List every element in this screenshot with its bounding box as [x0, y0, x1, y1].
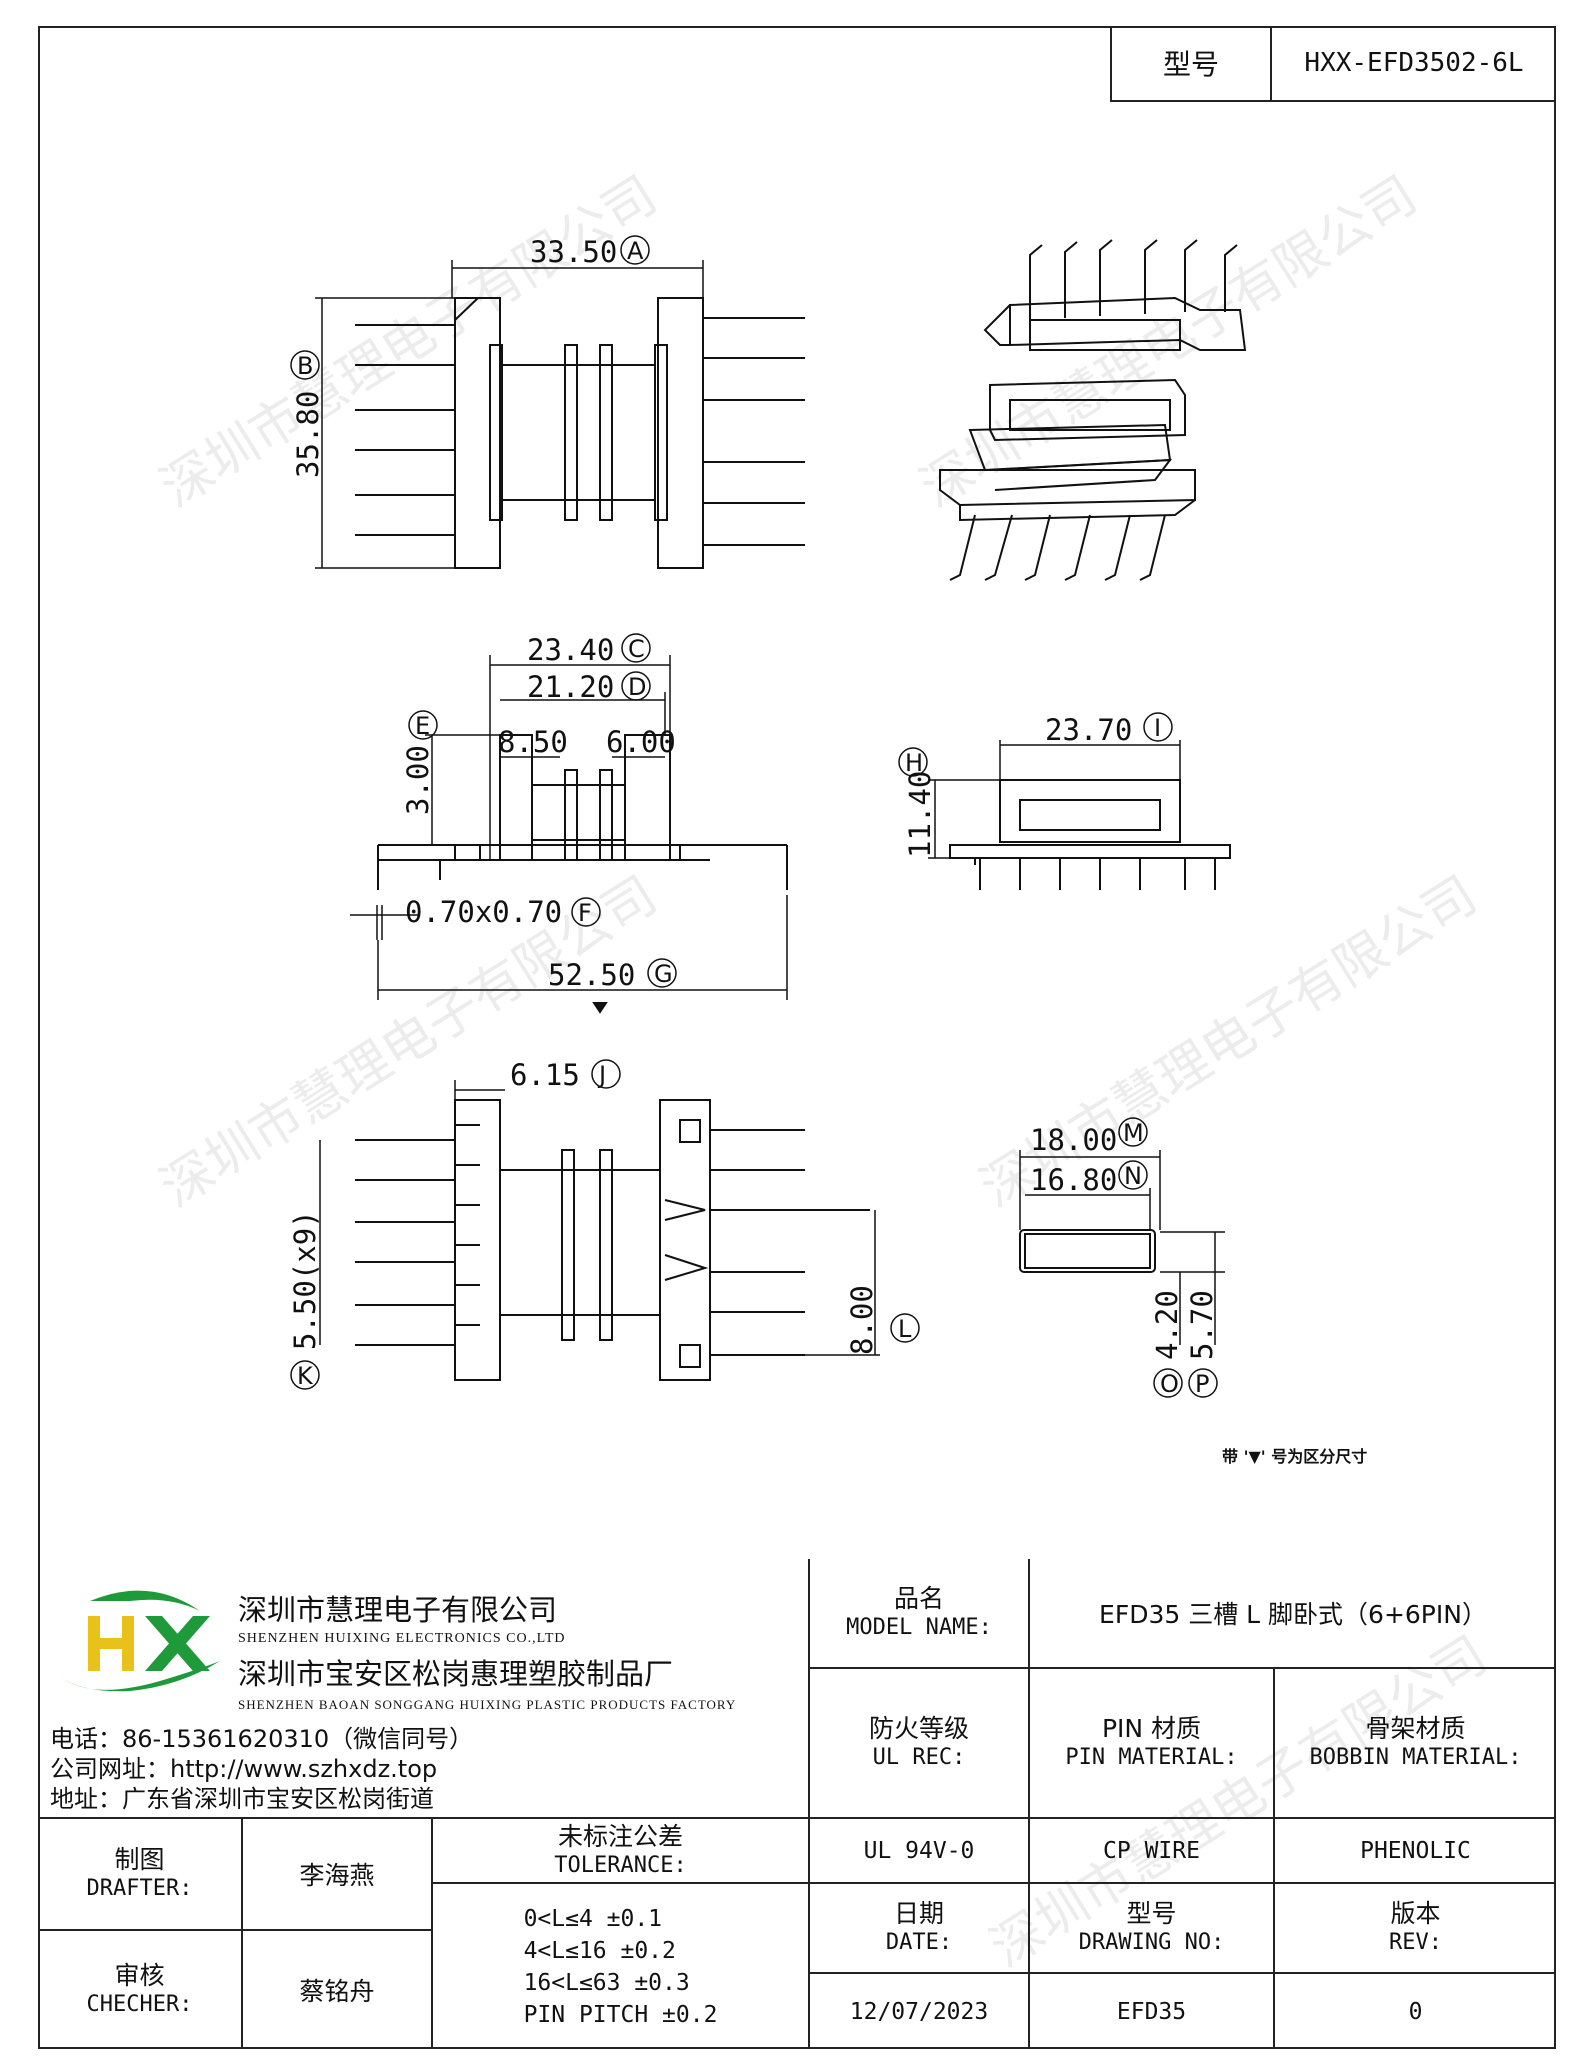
dim-j: 6.15 [510, 1058, 580, 1092]
marker-f: F [578, 899, 592, 927]
marker-n: N [1124, 1162, 1142, 1190]
marker-m: M [1123, 1119, 1144, 1147]
factory-name-en: SHENZHEN BAOAN SONGGANG HUIXING PLASTIC … [238, 1697, 737, 1712]
dim-f: 0.70x0.70 [405, 895, 562, 929]
company-phone: 电话：86-15361620310（微信同号） [50, 1725, 474, 1753]
left-pins [355, 324, 455, 536]
tolerance-line: 0<L≤4 ±0.1 [523, 1905, 663, 1932]
tolerance-values: 0<L≤4 ±0.1 4<L≤16 ±0.2 16<L≤63 ±0.3 PIN … [433, 1884, 810, 2049]
title-block: 深圳市慧理电子有限公司 SHENZHEN HUIXING ELECTRONICS… [38, 1559, 1556, 2049]
end-view [928, 740, 1231, 890]
checker-value: 蔡铭舟 [243, 1931, 433, 2049]
right-pins [703, 317, 805, 546]
drawing-no-value: EFD35 [1030, 1974, 1275, 2049]
dim-g: 52.50 [548, 958, 635, 992]
drawing-no-label: 型号 DRAWING NO: [1030, 1884, 1275, 1974]
dim-b: 35.80 [291, 391, 325, 478]
dim-k: 5.50(x9) [288, 1210, 322, 1350]
dim-h: 11.40 [903, 771, 937, 858]
marker-j: J [597, 1061, 606, 1089]
dim-600: 6.00 [606, 725, 676, 759]
dim-o: 4.20 [1150, 1290, 1184, 1360]
model-name-label: 品名 MODEL NAME: [810, 1559, 1030, 1669]
checker-label: 审核 CHECHER: [38, 1931, 243, 2049]
drawing-sheet-border [38, 26, 1556, 2049]
marker-o: O [1160, 1370, 1179, 1398]
technical-drawing: 33.50 A 35.80 B 23.40 C 21.20 D 8.50 6.0… [288, 235, 1367, 1466]
dimension-labels: 33.50 A 35.80 B 23.40 C 21.20 D 8.50 6.0… [288, 235, 1367, 1466]
dim-p: 5.70 [1185, 1290, 1219, 1360]
pin-material-label: PIN 材质 PIN MATERIAL: [1030, 1669, 1275, 1819]
pin-material-value: CP WIRE [1030, 1819, 1275, 1884]
dim-l: 8.00 [845, 1285, 879, 1355]
date-value: 12/07/2023 [810, 1974, 1030, 2049]
model-name-value: EFD35 三槽 L 脚卧式（6+6PIN） [1030, 1559, 1556, 1669]
drafter-value: 李海燕 [243, 1819, 433, 1931]
front-view-top [315, 260, 805, 569]
marker-d: D [628, 673, 646, 701]
bottom-right-pins [710, 1129, 870, 1356]
marker-a: A [627, 237, 644, 265]
dimension-note: 带 '▼' 号为区分尺寸 [1222, 1447, 1367, 1466]
date-label: 日期 DATE: [810, 1884, 1030, 1974]
marker-e: E [415, 712, 430, 740]
marker-b: B [297, 352, 313, 380]
model-value: HXX-EFD3502-6L [1304, 48, 1524, 78]
bobbin-material-label: 骨架材质 BOBBIN MATERIAL: [1275, 1669, 1556, 1819]
dim-850: 8.50 [498, 725, 568, 759]
marker-c: C [628, 635, 645, 663]
company-website: 公司网址：http://www.szhxdz.top [50, 1755, 438, 1783]
company-info: 深圳市慧理电子有限公司 SHENZHEN HUIXING ELECTRONICS… [38, 1559, 810, 1819]
company-address: 地址：广东省深圳市宝安区松岗街道 [50, 1785, 434, 1813]
end-view-pins [974, 858, 1216, 890]
marker-h: H [905, 749, 923, 777]
dim-d: 21.20 [527, 670, 614, 704]
dim-a: 33.50 [530, 235, 617, 269]
marker-i: I [1154, 714, 1161, 742]
iso-bottom-pins [949, 514, 1166, 581]
dim-e: 3.00 [401, 745, 435, 815]
marker-p: P [1195, 1370, 1209, 1398]
factory-name-cn: 深圳市宝安区松岗惠理塑胶制品厂 [238, 1657, 674, 1691]
company-logo-icon [60, 1590, 220, 1692]
company-name-cn: 深圳市慧理电子有限公司 [238, 1593, 558, 1627]
bobbin-material-value: PHENOLIC [1275, 1819, 1556, 1884]
revision-value: 0 [1408, 1998, 1423, 2025]
dim-m: 18.00 [1030, 1123, 1117, 1157]
model-label: 型号 [1112, 26, 1272, 100]
revision-label: 版本 REV: [1275, 1884, 1556, 1974]
marker-k: K [297, 1362, 314, 1390]
tolerance-line: 16<L≤63 ±0.3 [523, 1969, 690, 1996]
bottom-left-pins [355, 1139, 455, 1346]
bottom-view [319, 1080, 880, 1381]
dim-n: 16.80 [1030, 1163, 1117, 1197]
tolerance-line: 4<L≤16 ±0.2 [523, 1937, 676, 1964]
dim-c: 23.40 [527, 633, 614, 667]
dim-i: 23.70 [1045, 713, 1132, 747]
model-number-box: 型号 HXX-EFD3502-6L [1110, 26, 1556, 102]
fire-rating-label: 防火等级 UL REC: [810, 1669, 1030, 1819]
isometric-view [939, 239, 1247, 581]
drafter-label: 制图 DRAFTER: [38, 1819, 243, 1931]
side-view [350, 655, 788, 1014]
marker-l: L [898, 1315, 912, 1343]
pin-section-view [1019, 1150, 1225, 1345]
iso-top-pins [1029, 239, 1238, 320]
fire-rating-value: UL 94V-0 [810, 1819, 1030, 1884]
marker-g: G [654, 960, 673, 988]
tolerance-line: PIN PITCH ±0.2 [523, 2001, 718, 2028]
tolerance-label: 未标注公差 TOLERANCE: [433, 1819, 810, 1884]
company-name-en: SHENZHEN HUIXING ELECTRONICS CO.,LTD [238, 1631, 566, 1646]
